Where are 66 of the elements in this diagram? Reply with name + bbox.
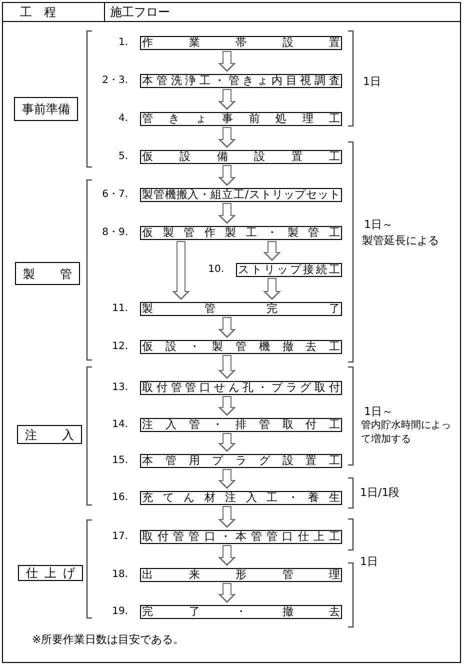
step-label: ストリップ接続工	[238, 264, 340, 276]
table-header: 施工フロー	[110, 5, 170, 19]
phase-label: 製管	[23, 266, 72, 280]
step-number: 2・3.	[102, 74, 128, 88]
step-label: 作業帯設置	[142, 37, 340, 49]
block-arrow	[218, 506, 236, 528]
step-number: 15.	[112, 454, 128, 468]
step-label: 取付管管口せん孔・プラグ取付	[142, 382, 340, 394]
duration-note: 製管延長による	[362, 234, 439, 248]
step-label: 注入管・排管取付工	[142, 419, 340, 431]
step-label: 仮製管作製工・製管工	[142, 227, 340, 239]
phase-box	[15, 262, 80, 285]
phase-label: 仕上げ	[26, 566, 75, 580]
step-number: 10.	[208, 263, 224, 277]
phase-box	[17, 425, 82, 444]
block-arrow	[172, 241, 190, 300]
table-header: 工 程	[20, 5, 56, 19]
step-label: 仮設備設置工	[142, 151, 340, 163]
block-arrow	[218, 127, 236, 148]
duration-note: 1日	[360, 555, 378, 569]
step-label: 本管用プラグ設置工	[142, 455, 340, 467]
footnote: ※所要作業日数は目安である。	[32, 633, 184, 647]
step-number: 1.	[118, 36, 128, 50]
block-arrow	[263, 278, 281, 300]
duration-note: 1日	[363, 75, 381, 89]
block-arrow	[218, 396, 236, 416]
block-arrow	[218, 583, 236, 603]
step-number: 19.	[112, 605, 128, 619]
step-number: 6・7.	[102, 188, 128, 202]
phase-label: 事前準備	[22, 102, 70, 116]
block-arrow	[218, 433, 236, 452]
step-number: 4.	[118, 112, 128, 126]
step-label: 取付管管口・本管管口仕上工	[142, 531, 340, 543]
duration-note: 管内貯水時間によって増加する	[361, 419, 452, 447]
step-number: 13.	[112, 381, 128, 395]
step-number: 8・9.	[102, 226, 128, 240]
duration-note: 1日～	[364, 405, 393, 419]
block-arrow	[263, 241, 281, 261]
block-arrow	[218, 165, 236, 186]
duration-note: 1日/1段	[360, 486, 400, 500]
step-label: 管きょ事前処理工	[142, 113, 340, 125]
step-number: 18.	[112, 568, 128, 582]
block-arrow	[218, 89, 236, 110]
step-number: 12.	[112, 340, 128, 354]
step-label: 充てん材注入工・養生	[142, 492, 340, 504]
step-number: 14.	[112, 418, 128, 432]
step-label: 本管洗浄工・管きょ内目視調査	[142, 75, 340, 87]
block-arrow	[218, 545, 236, 566]
block-arrow	[218, 203, 236, 224]
block-arrow	[218, 51, 236, 72]
step-number: 17.	[112, 530, 128, 544]
step-number: 16.	[112, 491, 128, 505]
step-number: 5.	[118, 150, 128, 164]
block-arrow	[218, 317, 236, 338]
phase-box	[18, 565, 83, 581]
duration-note: 1日～	[364, 218, 393, 232]
step-label: 製管機搬入・組立工/ストリップセット	[142, 189, 340, 201]
step-number: 11.	[112, 302, 128, 316]
phase-box	[14, 97, 78, 121]
block-arrow	[218, 469, 236, 489]
step-label: 仮設・製管機撤去工	[142, 341, 340, 353]
step-label: 完了・撤去	[142, 606, 340, 618]
phase-label: 注入	[25, 428, 74, 442]
block-arrow	[218, 355, 236, 379]
step-label: 製管完了	[142, 303, 340, 315]
step-label: 出来形管理	[142, 569, 340, 581]
